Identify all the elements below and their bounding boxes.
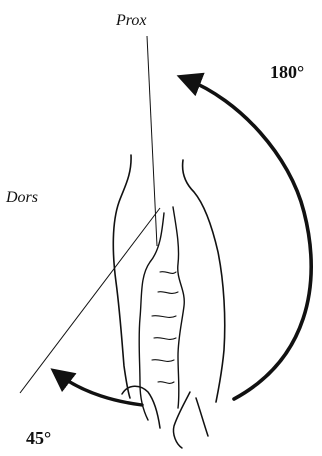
limb-outline-left (113, 155, 131, 398)
angle-label-180: 180° (270, 63, 304, 81)
arc-arrow-180 (186, 79, 311, 399)
angle-label-45: 45° (26, 429, 51, 447)
limb-inner-contour-right (173, 207, 184, 408)
limb-outline-right (183, 160, 225, 402)
joint-crease-lines (152, 272, 178, 384)
arc-arrow-45 (58, 374, 142, 405)
proximal-label: Prox (116, 13, 147, 29)
dorsal-label: Dors (6, 190, 38, 206)
